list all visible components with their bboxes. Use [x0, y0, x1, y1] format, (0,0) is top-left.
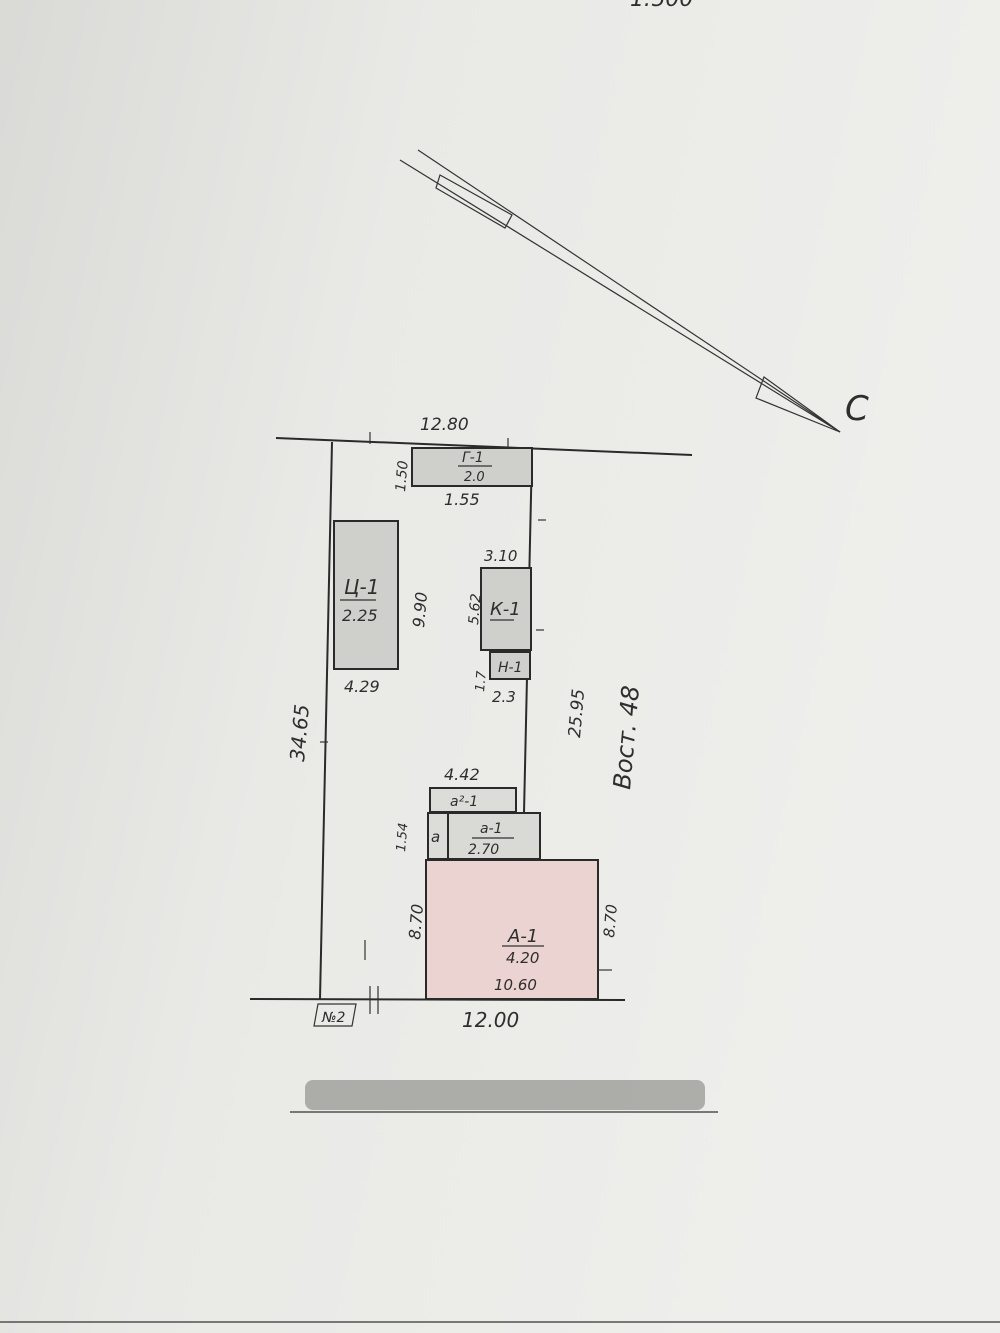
svg-text:а-1: а-1: [480, 821, 503, 837]
svg-text:Н-1: Н-1: [498, 660, 523, 676]
bottom-signature-area: [290, 1080, 718, 1113]
svg-text:К-1: К-1: [490, 599, 521, 620]
scale-caption: 1:500: [630, 0, 693, 12]
svg-text:10.60: 10.60: [494, 976, 537, 994]
north-arrow: С: [399, 149, 869, 433]
svg-text:8.70: 8.70: [600, 904, 621, 939]
svg-text:а²-1: а²-1: [450, 794, 478, 810]
building-ts: Ц-1 2.25 4.29 9.90: [333, 520, 431, 696]
svg-text:4.42: 4.42: [444, 765, 480, 784]
street-line-top: [275, 437, 693, 456]
building-n: Н-1 2.3 1.7: [473, 651, 531, 706]
svg-text:3.10: 3.10: [484, 547, 517, 565]
svg-text:Г-1: Г-1: [462, 450, 484, 466]
svg-text:5.62: 5.62: [466, 593, 485, 626]
svg-text:2.0: 2.0: [464, 470, 485, 485]
building-main-house: А-1 4.20 10.60 8.70 8.70: [405, 859, 621, 1000]
svg-text:2.3: 2.3: [492, 688, 516, 706]
dim-top-width: 12.80: [420, 415, 469, 435]
svg-text:А-1: А-1: [507, 926, 538, 947]
svg-text:4.29: 4.29: [344, 677, 380, 696]
svg-text:1.54: 1.54: [394, 822, 411, 852]
gate-marker: №2: [313, 940, 379, 1027]
svg-text:1:500: 1:500: [630, 0, 693, 12]
svg-text:2.25: 2.25: [342, 606, 378, 625]
building-g: Г-1 2.0 1.55 1.50: [393, 447, 533, 509]
svg-text:а: а: [431, 828, 440, 846]
dim-left-length: 34.65: [285, 703, 314, 762]
svg-text:8.70: 8.70: [405, 903, 427, 940]
building-a1: а-1 2.70 а: [427, 812, 541, 860]
compass-north-label: С: [845, 389, 869, 429]
svg-text:4.20: 4.20: [506, 949, 539, 967]
building-a2: а²-1 4.42 1.54: [394, 765, 517, 852]
dim-right-length: 25.95: [565, 688, 589, 738]
svg-text:9.90: 9.90: [409, 591, 431, 628]
svg-text:1.7: 1.7: [473, 670, 490, 693]
svg-text:1.55: 1.55: [444, 490, 480, 509]
svg-text:1.50: 1.50: [393, 460, 412, 493]
building-k: К-1 3.10 5.62: [466, 547, 532, 651]
svg-text:2.70: 2.70: [468, 842, 499, 858]
svg-text:Ц-1: Ц-1: [344, 575, 379, 599]
svg-text:№2: №2: [321, 1010, 346, 1026]
dim-bottom-width: 12.00: [462, 1008, 519, 1032]
